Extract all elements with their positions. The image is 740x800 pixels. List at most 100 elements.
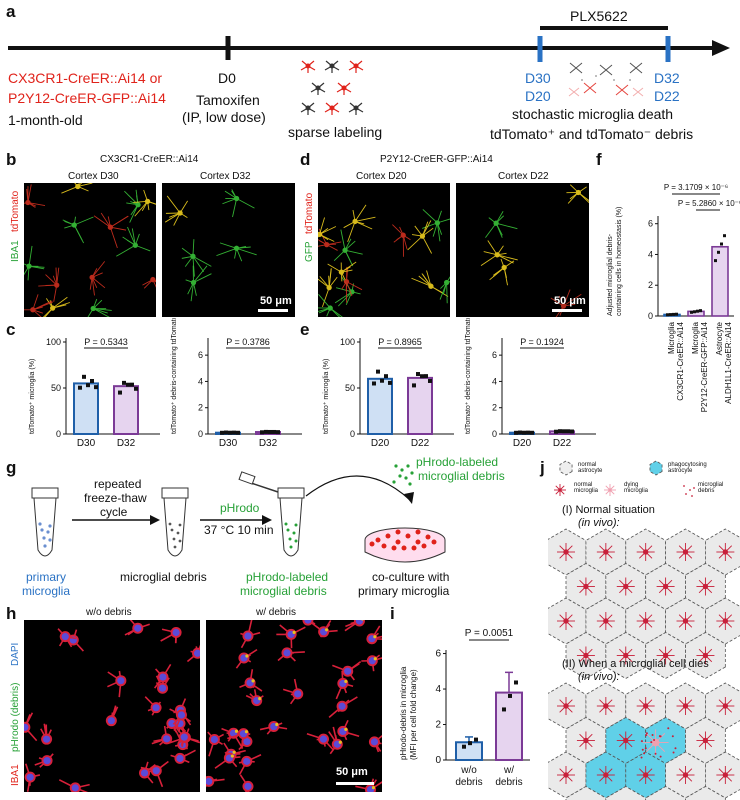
timeline-diagram	[8, 26, 730, 62]
panel-label-g: g	[6, 458, 17, 477]
microglia-cell	[62, 216, 94, 244]
panel-label-e: e	[300, 320, 310, 339]
cultured-microglia	[240, 620, 261, 649]
data-point	[530, 430, 534, 435]
cultured-microglia	[277, 647, 305, 662]
drug-label: PLX5622	[570, 8, 628, 24]
bar	[495, 691, 523, 761]
x-tick-label: ALDH1L1-CreER::Ai14	[724, 321, 733, 403]
y-tick-label: 50	[345, 383, 355, 393]
data-point	[669, 313, 672, 317]
microglia-icon	[676, 766, 695, 784]
microglia-cell	[181, 239, 212, 277]
data-point	[94, 385, 98, 390]
x-tick-label: D22	[553, 438, 572, 448]
cultured-microglia	[107, 670, 127, 698]
microglia-icon	[557, 543, 575, 561]
legend-phagocytosing-astrocyte-icon	[649, 460, 663, 476]
data-point	[412, 383, 416, 388]
cultured-microglia	[227, 728, 252, 749]
micrograph-cx3cr1-d30	[24, 183, 156, 317]
panel-h-stain-dapi: DAPI	[10, 642, 21, 666]
panel-b-img1-label: Cortex D30	[68, 171, 119, 182]
microglia-icon	[696, 577, 715, 596]
cultured-microglia	[239, 669, 263, 692]
d0-label: D0	[218, 70, 236, 86]
y-tick-label: 2	[492, 403, 497, 413]
cultured-microglia	[57, 628, 77, 648]
microglia-icon	[596, 766, 615, 784]
microglia-cell	[327, 261, 357, 282]
data-point	[268, 429, 272, 434]
tissue-normal	[548, 528, 740, 679]
microglia-icon	[616, 646, 635, 665]
micrograph-p2y12-d20	[318, 183, 450, 317]
y-tick-label: 4	[198, 376, 203, 386]
p-value: P = 0.5343	[84, 337, 128, 347]
x-tick-label: P2Y12-CreER-GFP::Ai14	[700, 321, 709, 412]
panel-label-i: i	[390, 604, 395, 623]
data-point	[122, 380, 126, 385]
microglial-debris	[640, 727, 677, 759]
microglia-cell	[392, 224, 411, 257]
cultured-microglia	[318, 620, 338, 638]
microglia-icon	[716, 543, 735, 561]
y-axis-label: (MFI per cell fold change)	[409, 669, 418, 760]
microglia-cell	[550, 289, 582, 317]
legend-debris-icon	[683, 485, 695, 497]
data-point	[666, 313, 669, 317]
microglia-cell	[133, 189, 156, 217]
x-tick-label: w/o	[460, 765, 477, 776]
panel-h-img2-label: w/ debris	[256, 607, 297, 618]
p-value: P = 0.0051	[465, 628, 514, 639]
microglia-cell	[42, 296, 70, 317]
data-point	[228, 430, 232, 435]
labeled-debris-label-2: microglial debris	[240, 584, 327, 598]
y-tick-label: 0	[198, 429, 203, 439]
x-tick-label: D32	[259, 438, 278, 448]
microglia-cell	[333, 229, 363, 267]
cultured-microglia	[160, 627, 182, 644]
cultured-microglia	[259, 721, 288, 735]
d30-label: D30	[525, 70, 551, 86]
culture-dish	[364, 527, 446, 563]
panel-label-b: b	[6, 150, 17, 169]
incubation-label: 37 °C 10 min	[204, 523, 274, 537]
y-axis-label: tdTomato⁺ debris-containing tdTomato⁻ mi…	[465, 318, 472, 434]
cultured-microglia	[361, 654, 382, 672]
scale-bar	[336, 782, 374, 785]
microglia-cell	[566, 184, 589, 204]
scenario-1-sub: (in vivo):	[578, 517, 620, 529]
scale-bar-label: 50 μm	[336, 766, 368, 778]
panel-d-stain-gfp: GFP	[304, 241, 315, 262]
y-tick-label: 6	[198, 350, 203, 360]
microglia-icon	[656, 646, 675, 665]
panel-d-img1-label: Cortex D20	[356, 171, 407, 182]
data-point	[130, 382, 134, 387]
data-point	[474, 737, 478, 742]
cultured-microglia	[238, 754, 262, 776]
microglia-cell	[489, 258, 515, 286]
microglia-cell	[422, 209, 450, 242]
microglia-cell	[411, 270, 449, 297]
microglia-icon	[557, 612, 575, 630]
y-axis-label: Adjusted microglial debris-	[607, 233, 614, 316]
x-tick-label: D30	[219, 438, 238, 448]
microglia-icon	[604, 484, 616, 496]
data-point	[672, 312, 675, 316]
cultured-microglia	[335, 670, 354, 700]
data-point	[78, 385, 82, 390]
y-tick-label: 4	[648, 249, 653, 259]
data-point	[714, 259, 717, 263]
y-axis-label: containing cells in homeostasis (%)	[616, 207, 623, 316]
microglia-cell	[61, 183, 93, 194]
y-axis-label: pHrodo-debris in microglia	[399, 666, 408, 760]
data-point	[566, 429, 570, 434]
panel-h-img1-label: w/o debris	[86, 607, 132, 618]
data-point	[462, 744, 466, 749]
